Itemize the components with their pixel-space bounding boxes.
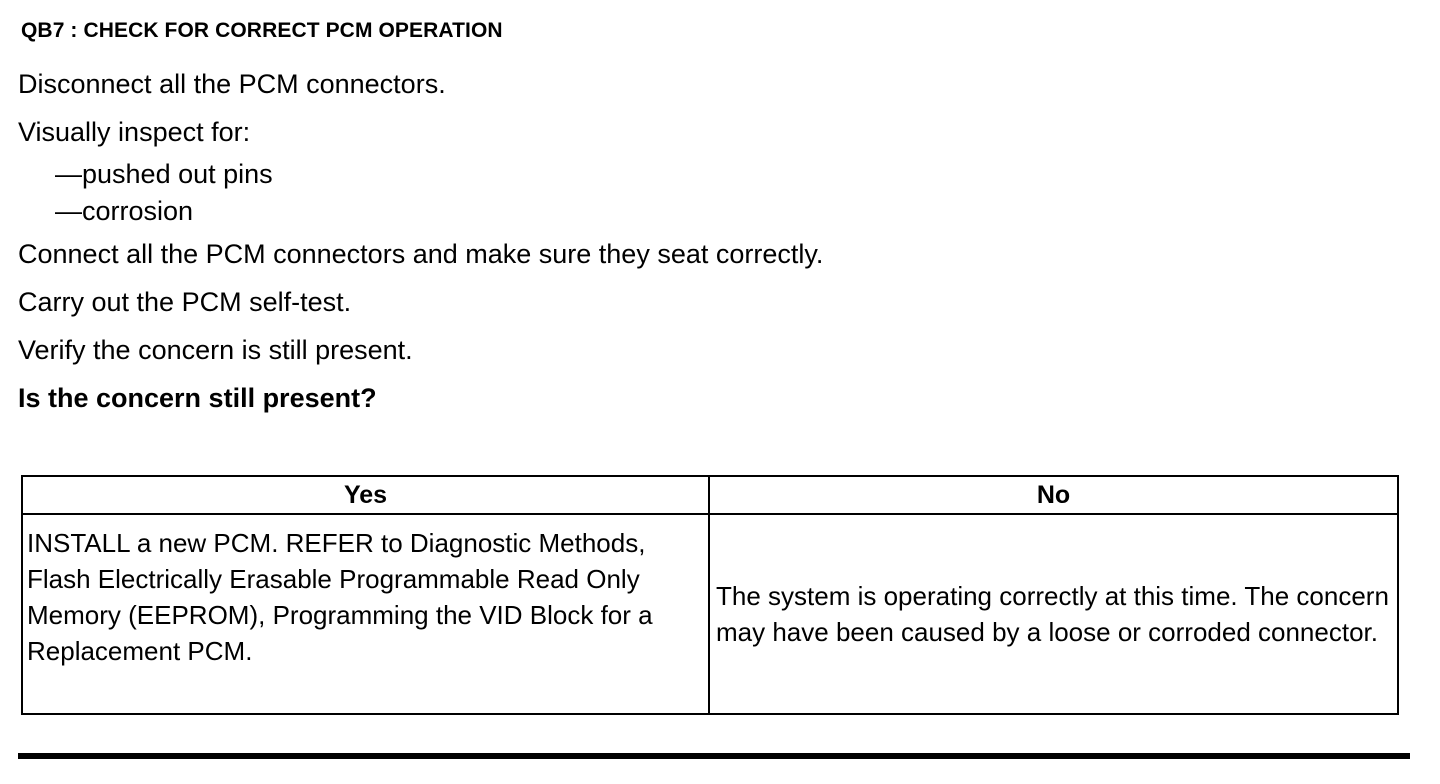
instruction-line: Visually inspect for: [18,117,251,147]
column-header-no: No [708,475,1399,515]
section-divider-rule [18,753,1410,759]
instruction-line: Verify the concern is still present. [18,335,413,365]
instruction-sub-item: —corrosion [55,196,194,226]
instruction-line: Carry out the PCM self-test. [18,287,352,317]
table-header-row: Yes No [21,475,1399,515]
instruction-block: Disconnect all the PCM connectors. Visua… [18,60,1398,422]
step-title: QB7 : CHECK FOR CORRECT PCM OPERATION [21,19,503,42]
cell-no-action: The system is operating correctly at thi… [708,513,1399,715]
decision-question: Is the concern still present? [18,383,377,413]
cell-yes-text-tail: Replacement PCM. [27,636,253,666]
cell-yes-text: INSTALL a new PCM. REFER to Diagnostic M… [27,528,653,630]
cell-yes-action: INSTALL a new PCM. REFER to Diagnostic M… [21,513,710,715]
decision-table: Yes No INSTALL a new PCM. REFER to Diagn… [21,475,1399,715]
instruction-line: Connect all the PCM connectors and make … [18,239,824,269]
instruction-sub-item: —pushed out pins [55,159,273,189]
table-row: INSTALL a new PCM. REFER to Diagnostic M… [21,513,1399,715]
cell-no-text: The system is operating correctly at thi… [716,581,1389,647]
instruction-line: Disconnect all the PCM connectors. [18,69,446,99]
column-header-yes: Yes [21,475,710,515]
